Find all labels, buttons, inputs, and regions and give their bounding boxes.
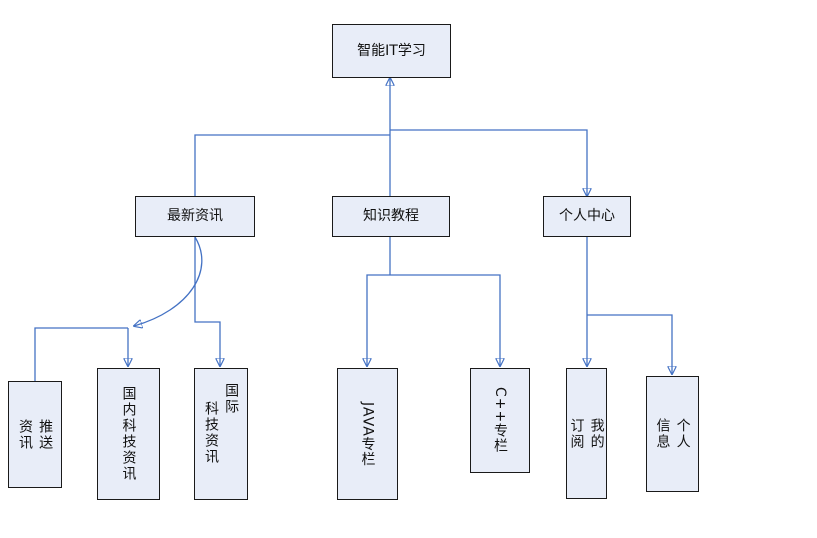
root-node: 智能IT学习: [332, 24, 451, 78]
connector-root-news: [194, 134, 390, 196]
leaf-domestic-tech-node: 国内科技资讯: [97, 368, 160, 500]
leaf-personal-info-node: 个人 信息: [646, 376, 699, 492]
connector-tutorials-cpp: [390, 274, 500, 366]
category-news-node: 最新资讯: [135, 196, 255, 237]
leaf-java-node: JAVA专栏: [337, 368, 398, 500]
leaf-personal-info-line2: 信息: [654, 418, 671, 450]
connector-news-curve: [134, 236, 203, 326]
leaf-push-news-line1: 推送: [37, 418, 54, 451]
category-news-label: 最新资讯: [167, 208, 223, 225]
leaf-subscriptions-node: 我的 订阅: [566, 368, 607, 499]
leaf-java-label: JAVA专栏: [359, 401, 376, 467]
connector-root-personal: [390, 129, 587, 196]
category-tutorials-node: 知识教程: [332, 196, 450, 237]
category-personal-label: 个人中心: [559, 208, 615, 225]
leaf-push-news-line2: 资讯: [17, 418, 33, 451]
leaf-subscriptions-line2: 订阅: [568, 417, 585, 450]
leaf-cpp-label: C++专栏: [492, 387, 509, 454]
connector-tutorials-java: [367, 274, 390, 366]
leaf-cpp-node: C++专栏: [470, 368, 530, 473]
leaf-domestic-tech-label: 国内科技资讯: [120, 386, 137, 482]
category-tutorials-label: 知识教程: [363, 208, 419, 225]
leaf-intl-tech-line2: 科技资讯: [203, 401, 219, 465]
leaf-intl-tech-line1: 国际: [223, 383, 240, 415]
category-personal-node: 个人中心: [543, 196, 631, 237]
leaf-push-news-node: 推送 资讯: [8, 381, 62, 488]
connector-news-intl: [194, 237, 220, 366]
leaf-personal-info-line1: 个人: [674, 418, 691, 450]
connector-personal-info: [587, 314, 672, 374]
leaf-intl-tech-node: 国际 科技资讯: [194, 368, 248, 500]
leaf-subscriptions-line1: 我的: [588, 417, 605, 450]
root-label: 智能IT学习: [357, 42, 426, 59]
